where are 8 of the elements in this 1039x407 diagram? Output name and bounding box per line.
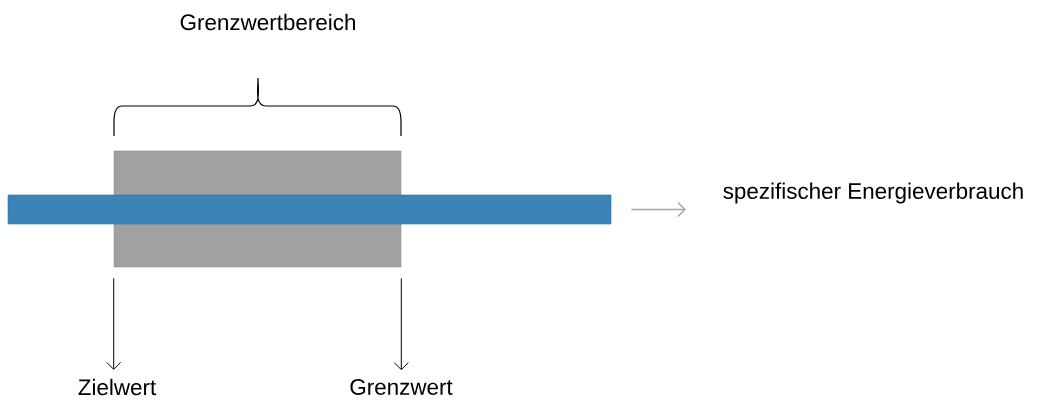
node-label: Grenzwert — [350, 379, 453, 395]
node-label: spezifischer Energieverbrauch — [723, 182, 1023, 204]
arrow — [393, 277, 409, 371]
node-label: Zielwert — [78, 378, 157, 396]
scale-bar — [7, 194, 612, 225]
arrow — [106, 277, 122, 370]
brace-label: Grenzwertbereich — [180, 13, 355, 31]
arrow — [630, 201, 686, 218]
